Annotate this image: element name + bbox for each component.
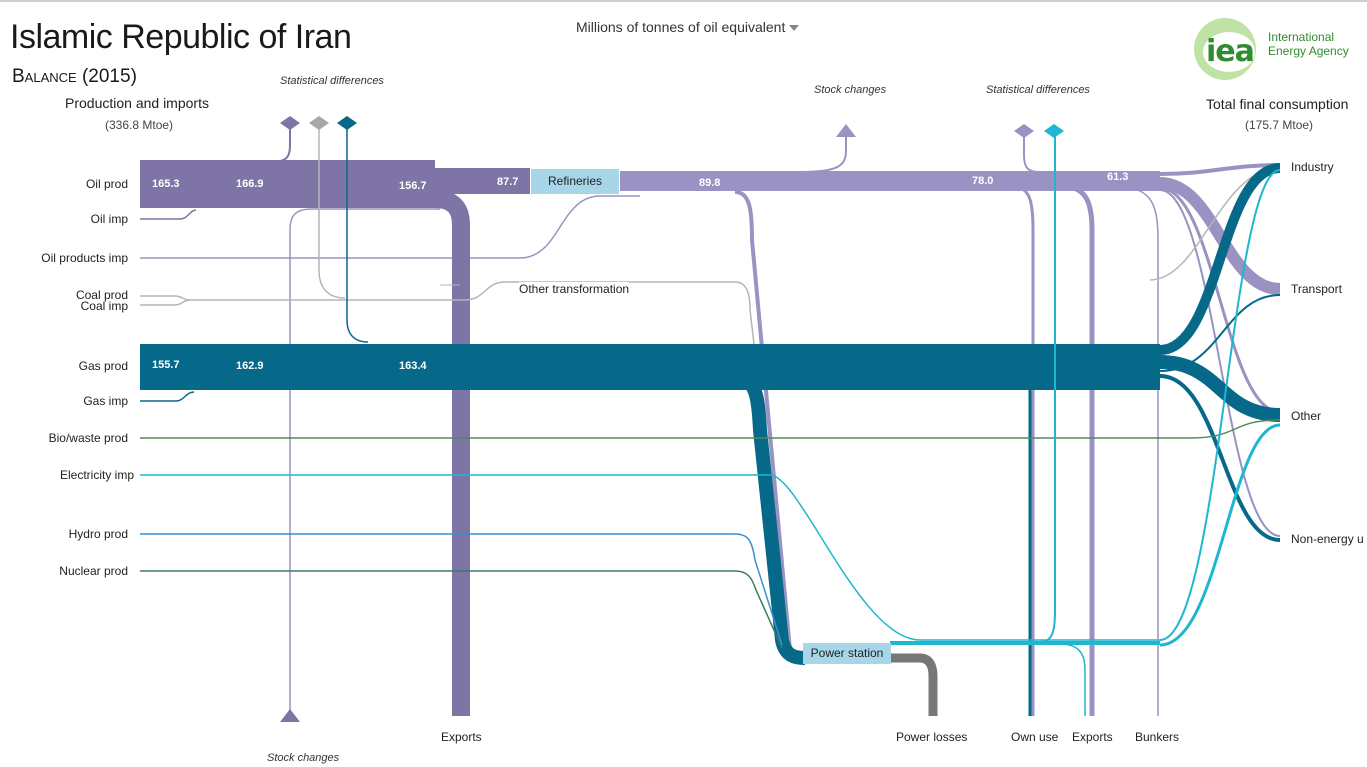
sink-power-losses[interactable]: Power losses xyxy=(896,730,968,744)
source-electricity-imp[interactable]: Electricity imp xyxy=(59,468,134,482)
unit-selector-label: Millions of tonnes of oil equivalent xyxy=(576,19,786,35)
flow-coal-imp[interactable] xyxy=(140,299,191,306)
source-oil-prod[interactable]: Oil prod xyxy=(85,177,128,191)
flow-products-industry[interactable] xyxy=(1159,163,1281,176)
flow-power-losses[interactable] xyxy=(890,653,938,716)
flow-products-transport[interactable] xyxy=(1159,177,1281,295)
sink-own-use[interactable]: Own use xyxy=(1011,730,1059,744)
flow-elec-industry[interactable] xyxy=(1159,169,1281,641)
stat-diff-right-oil-diamond-icon[interactable] xyxy=(1014,124,1034,138)
source-oil-products-imp[interactable]: Oil products imp xyxy=(41,251,128,265)
source-gas-prod[interactable]: Gas prod xyxy=(78,359,128,373)
flow-oil-imp[interactable] xyxy=(140,209,197,220)
stat-diff-right-line[interactable] xyxy=(1023,134,1041,173)
source-gas-imp[interactable]: Gas imp xyxy=(83,394,128,408)
flow-oil-exports[interactable] xyxy=(434,190,470,716)
flow-oil-stat-diff-left[interactable] xyxy=(269,126,291,163)
left-header-title: Production and imports xyxy=(65,95,209,111)
flow-gas-transport[interactable] xyxy=(1159,294,1281,372)
right-header-total: (175.7 Mtoe) xyxy=(1245,118,1314,132)
logo-text: International Energy Agency xyxy=(1268,30,1349,58)
stat-diff-left-oil-diamond-icon[interactable] xyxy=(280,116,300,130)
flow-oil-products-imp[interactable] xyxy=(140,195,640,259)
flow-elec-own-use[interactable] xyxy=(1039,132,1056,643)
right-header-title: Total final consumption xyxy=(1206,96,1349,112)
power-station-node[interactable]: Power station xyxy=(803,643,891,664)
flow-gas-own-use[interactable] xyxy=(1009,366,1032,716)
flow-stock-changes-bottom[interactable] xyxy=(289,208,440,712)
consumption-other[interactable]: Other xyxy=(1291,409,1322,423)
flow-products-to-bunkers[interactable] xyxy=(1109,185,1159,716)
value-oil-products-mid: 78.0 xyxy=(972,175,994,187)
flow-products-nonenergy[interactable] xyxy=(1159,189,1281,537)
sink-exports-other[interactable]: Exports xyxy=(1072,730,1113,744)
sink-bunkers[interactable]: Bunkers xyxy=(1135,730,1180,744)
left-header-total: (336.8 Mtoe) xyxy=(105,118,174,132)
flow-gas-nonenergy[interactable] xyxy=(1159,374,1281,542)
unit-selector[interactable]: Millions of tonnes of oil equivalent xyxy=(576,19,800,35)
value-refinery-input: 87.7 xyxy=(497,176,519,188)
flow-gas-industry[interactable] xyxy=(1159,163,1281,355)
value-refinery-output: 89.8 xyxy=(699,177,721,189)
stat-diff-left-label: Statistical differences xyxy=(280,75,384,87)
logo-inner xyxy=(1203,32,1255,72)
iea-logo: iea International Energy Agency xyxy=(1194,18,1364,98)
flow-coal[interactable] xyxy=(140,281,791,649)
stock-changes-top-label: Stock changes xyxy=(814,84,887,96)
flow-products-other[interactable] xyxy=(1159,186,1281,414)
flow-gas-imp[interactable] xyxy=(140,391,195,402)
source-hydro-prod[interactable]: Hydro prod xyxy=(68,527,128,541)
stock-changes-top-arrow-icon[interactable] xyxy=(836,124,856,137)
stat-diff-left-coal-diamond-icon[interactable] xyxy=(309,116,329,130)
consumption-industry[interactable]: Industry xyxy=(1291,160,1334,174)
flow-elec-other[interactable] xyxy=(1159,423,1281,647)
source-nuclear-prod[interactable]: Nuclear prod xyxy=(59,564,128,578)
stat-diff-right-elec-diamond-icon[interactable] xyxy=(1044,124,1064,138)
flow-nuclear[interactable] xyxy=(140,570,783,649)
value-oil-after-export: 156.7 xyxy=(399,180,427,192)
consumption-transport[interactable]: Transport xyxy=(1291,282,1342,296)
value-oil-prod: 165.3 xyxy=(152,178,180,190)
refineries-node[interactable]: Refineries xyxy=(531,169,619,194)
value-oil-exports: 67.3 xyxy=(438,695,450,717)
value-gas-after-imp: 162.9 xyxy=(236,360,264,372)
stat-diff-left-gas-diamond-icon[interactable] xyxy=(337,116,357,130)
source-bio-waste-prod[interactable]: Bio/waste prod xyxy=(48,431,128,445)
flow-gas-stat-diff[interactable] xyxy=(346,128,369,343)
value-oil-products-final: 61.3 xyxy=(1107,171,1129,183)
source-oil-imp[interactable]: Oil imp xyxy=(90,212,128,226)
logo-mark: iea xyxy=(1206,34,1255,69)
sink-exports-oil[interactable]: Exports xyxy=(441,730,482,744)
value-gas-prod: 155.7 xyxy=(152,359,180,371)
source-coal-prod[interactable]: Coal prod xyxy=(75,288,128,302)
other-transformation-node-label[interactable]: Other transformation xyxy=(519,282,630,296)
page-subtitle: Balance (2015) xyxy=(12,66,137,87)
flow-products-to-exports[interactable] xyxy=(1059,183,1095,716)
page-title: Islamic Republic of Iran xyxy=(10,18,352,56)
flow-gas-to-power[interactable] xyxy=(734,371,806,665)
flow-products-to-power[interactable] xyxy=(734,190,792,651)
stock-changes-bottom-arrow-icon[interactable] xyxy=(280,709,300,722)
flow-gas-other[interactable] xyxy=(1159,355,1281,422)
caret-down-icon xyxy=(789,25,800,32)
source-coal-imp[interactable]: Coal imp xyxy=(80,299,128,313)
stock-change-top-line[interactable] xyxy=(799,135,847,173)
top-border xyxy=(0,0,1367,2)
flow-coal-stat-diff[interactable] xyxy=(318,125,346,299)
stock-changes-bottom-label: Stock changes xyxy=(267,752,340,764)
flow-bio-waste[interactable] xyxy=(140,419,1281,439)
stat-diff-right-label: Statistical differences xyxy=(986,84,1090,96)
flow-products-to-own-use[interactable] xyxy=(1009,184,1035,716)
consumption-non-energy[interactable]: Non-energy u xyxy=(1291,532,1364,546)
flow-hydro[interactable] xyxy=(140,533,783,646)
flow-elec-exports[interactable] xyxy=(1059,643,1086,716)
flow-electricity-imp[interactable] xyxy=(140,474,1160,641)
value-oil-after-imp: 166.9 xyxy=(236,178,264,190)
value-gas-total: 163.4 xyxy=(399,360,427,372)
